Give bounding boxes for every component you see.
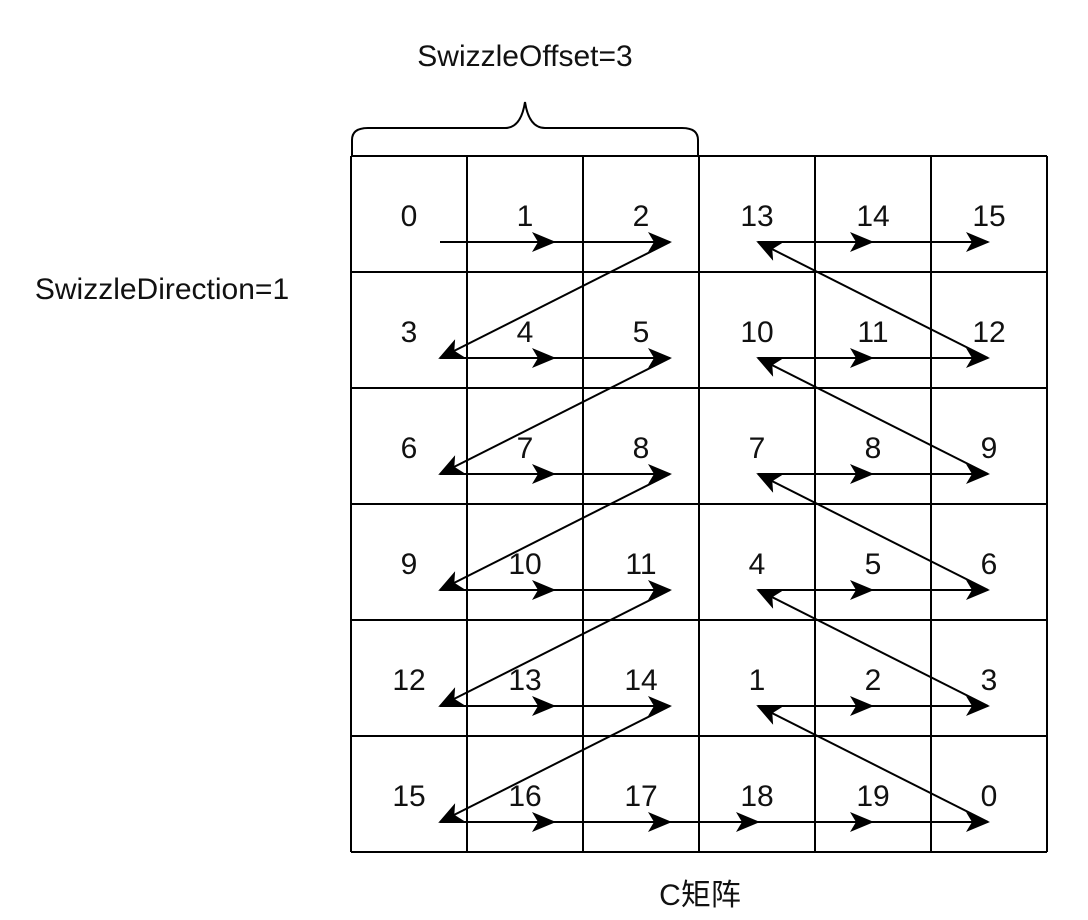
- arrow-diagonal: [756, 357, 989, 475]
- arrow-diagonal: [756, 473, 989, 591]
- cell-number: 6: [401, 432, 418, 465]
- cell-number: 15: [392, 780, 425, 813]
- cell-number: 18: [740, 780, 773, 813]
- cell-number: 14: [624, 664, 657, 697]
- cell-number: 0: [401, 200, 418, 233]
- arrow-diagonal: [438, 705, 671, 823]
- swizzle-direction-label: SwizzleDirection=1: [35, 273, 289, 306]
- cell-number: 4: [749, 548, 766, 581]
- matrix-grid: [350, 155, 1048, 853]
- cell-number: 10: [508, 548, 541, 581]
- swizzle-offset-label: SwizzleOffset=3: [417, 40, 632, 73]
- cell-number: 16: [508, 780, 541, 813]
- cell-number: 6: [981, 548, 998, 581]
- cell-number: 9: [981, 432, 998, 465]
- c-matrix-label: C矩阵: [659, 879, 741, 912]
- cell-number: 11: [857, 316, 888, 349]
- cell-number: 3: [981, 664, 998, 697]
- cell-number: 5: [633, 316, 650, 349]
- cell-number: 8: [633, 432, 650, 465]
- cell-number: 7: [517, 432, 534, 465]
- cell-number: 8: [865, 432, 882, 465]
- cell-number: 2: [633, 200, 650, 233]
- cell-number: 2: [865, 664, 882, 697]
- cell-number: 5: [865, 548, 882, 581]
- arrow-diagonal: [438, 241, 671, 359]
- arrow-diagonal: [756, 241, 989, 359]
- cell-number: 13: [740, 200, 773, 233]
- arrow-diagonal: [756, 589, 989, 707]
- cell-number: 1: [749, 664, 766, 697]
- traversal-arrows: [438, 232, 990, 832]
- cell-number: 7: [749, 432, 766, 465]
- cell-number: 0: [981, 780, 998, 813]
- cell-number: 19: [856, 780, 889, 813]
- cell-number: 10: [740, 316, 773, 349]
- cell-number: 12: [972, 316, 1005, 349]
- cell-number: 13: [508, 664, 541, 697]
- cell-number: 15: [972, 200, 1005, 233]
- offset-brace: [351, 101, 699, 156]
- cell-number: 3: [401, 316, 418, 349]
- cell-number: 17: [624, 780, 657, 813]
- arrow-diagonal: [438, 473, 671, 591]
- cell-number: 11: [625, 548, 656, 581]
- arrow-diagonal: [756, 705, 989, 823]
- cell-number: 1: [517, 200, 534, 233]
- cell-number: 4: [517, 316, 534, 349]
- arrow-diagonal: [438, 589, 671, 707]
- arrow-diagonal: [438, 357, 671, 475]
- cell-number: 12: [392, 664, 425, 697]
- cell-number: 14: [856, 200, 889, 233]
- cell-number: 9: [401, 548, 418, 581]
